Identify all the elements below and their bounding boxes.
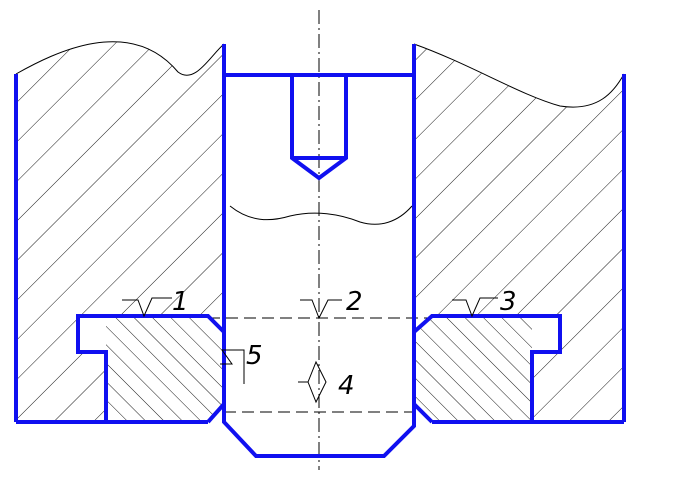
callout-1: 1 <box>172 287 189 317</box>
callout-3: 3 <box>500 287 517 317</box>
right-break-line <box>413 43 625 108</box>
pin-break-line <box>229 205 413 225</box>
right-body-section <box>413 43 625 422</box>
threaded-hole <box>290 75 348 181</box>
diamond-marker <box>298 360 327 404</box>
left-bushing-chamfer <box>206 402 226 424</box>
pin-outline <box>222 44 416 458</box>
right-bushing-chamfer <box>412 402 434 424</box>
roughness-symbol-3 <box>452 297 498 318</box>
roughness-symbol-1 <box>122 297 172 318</box>
left-body-section <box>15 41 225 423</box>
callout-2: 2 <box>346 287 363 317</box>
right-bushing-section <box>414 316 532 422</box>
left-break-line <box>15 41 225 76</box>
callout-4: 4 <box>338 371 355 401</box>
left-step <box>76 314 226 422</box>
roughness-symbol-2 <box>300 299 342 320</box>
callout-5: 5 <box>246 341 263 371</box>
main-outlines <box>14 44 626 458</box>
roughness-symbol-5 <box>220 349 245 384</box>
left-bushing-section <box>106 316 224 422</box>
right-step <box>412 314 562 422</box>
